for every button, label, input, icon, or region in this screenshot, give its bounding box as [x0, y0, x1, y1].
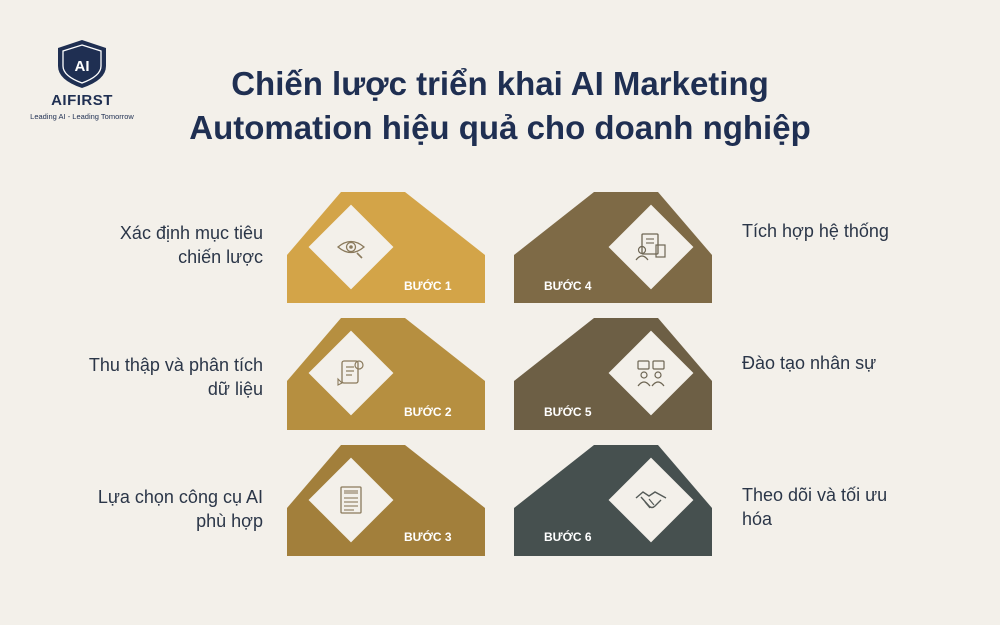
step-4-card: BƯỚC 4	[514, 192, 712, 303]
step-1-card: BƯỚC 1	[287, 192, 485, 303]
step-4-label: Tích hợp hệ thống	[742, 221, 889, 241]
step-1-label: Xác định mục tiêu chiến lược	[119, 223, 263, 267]
step-2-label: Thu thập và phân tích dữ liệu	[88, 355, 263, 399]
logo-emblem-text: AI	[75, 58, 90, 75]
step-5-diamond	[608, 330, 694, 416]
page-title: Chiến lược triển khai AI Marketing Autom…	[130, 62, 870, 150]
brand-logo: AI AIFIRST Leading AI - Leading Tomorrow	[22, 38, 142, 121]
title-line-2: Automation hiệu quả cho doanh nghiệp	[189, 109, 811, 146]
step-5-label: Đào tạo nhân sự	[742, 353, 877, 373]
step-2-card: BƯỚC 2	[287, 318, 485, 430]
step-4-badge: BƯỚC 4	[544, 278, 592, 293]
step-1-badge: BƯỚC 1	[404, 278, 452, 293]
step-2-badge: BƯỚC 2	[404, 404, 452, 419]
step-3-card: BƯỚC 3	[287, 445, 485, 556]
step-6-diamond	[608, 457, 694, 543]
step-3-label: Lựa chọn công cụ AI phù hợp	[97, 487, 263, 531]
step-2-diamond	[308, 330, 394, 416]
step-6-label: Theo dõi và tối ưu hóa	[742, 485, 888, 529]
step-6-badge: BƯỚC 6	[544, 529, 592, 544]
brand-tagline: Leading AI - Leading Tomorrow	[30, 112, 134, 121]
step-6-card: BƯỚC 6	[514, 445, 712, 556]
brand-name: AIFIRST	[51, 92, 113, 109]
step-5-badge: BƯỚC 5	[544, 404, 592, 419]
step-5-card: BƯỚC 5	[514, 318, 712, 430]
step-3-badge: BƯỚC 3	[404, 529, 452, 544]
title-line-1: Chiến lược triển khai AI Marketing	[231, 65, 769, 102]
shield-logo-icon: AI	[54, 38, 110, 90]
step-3-diamond	[308, 457, 394, 543]
step-4-diamond	[608, 204, 694, 290]
